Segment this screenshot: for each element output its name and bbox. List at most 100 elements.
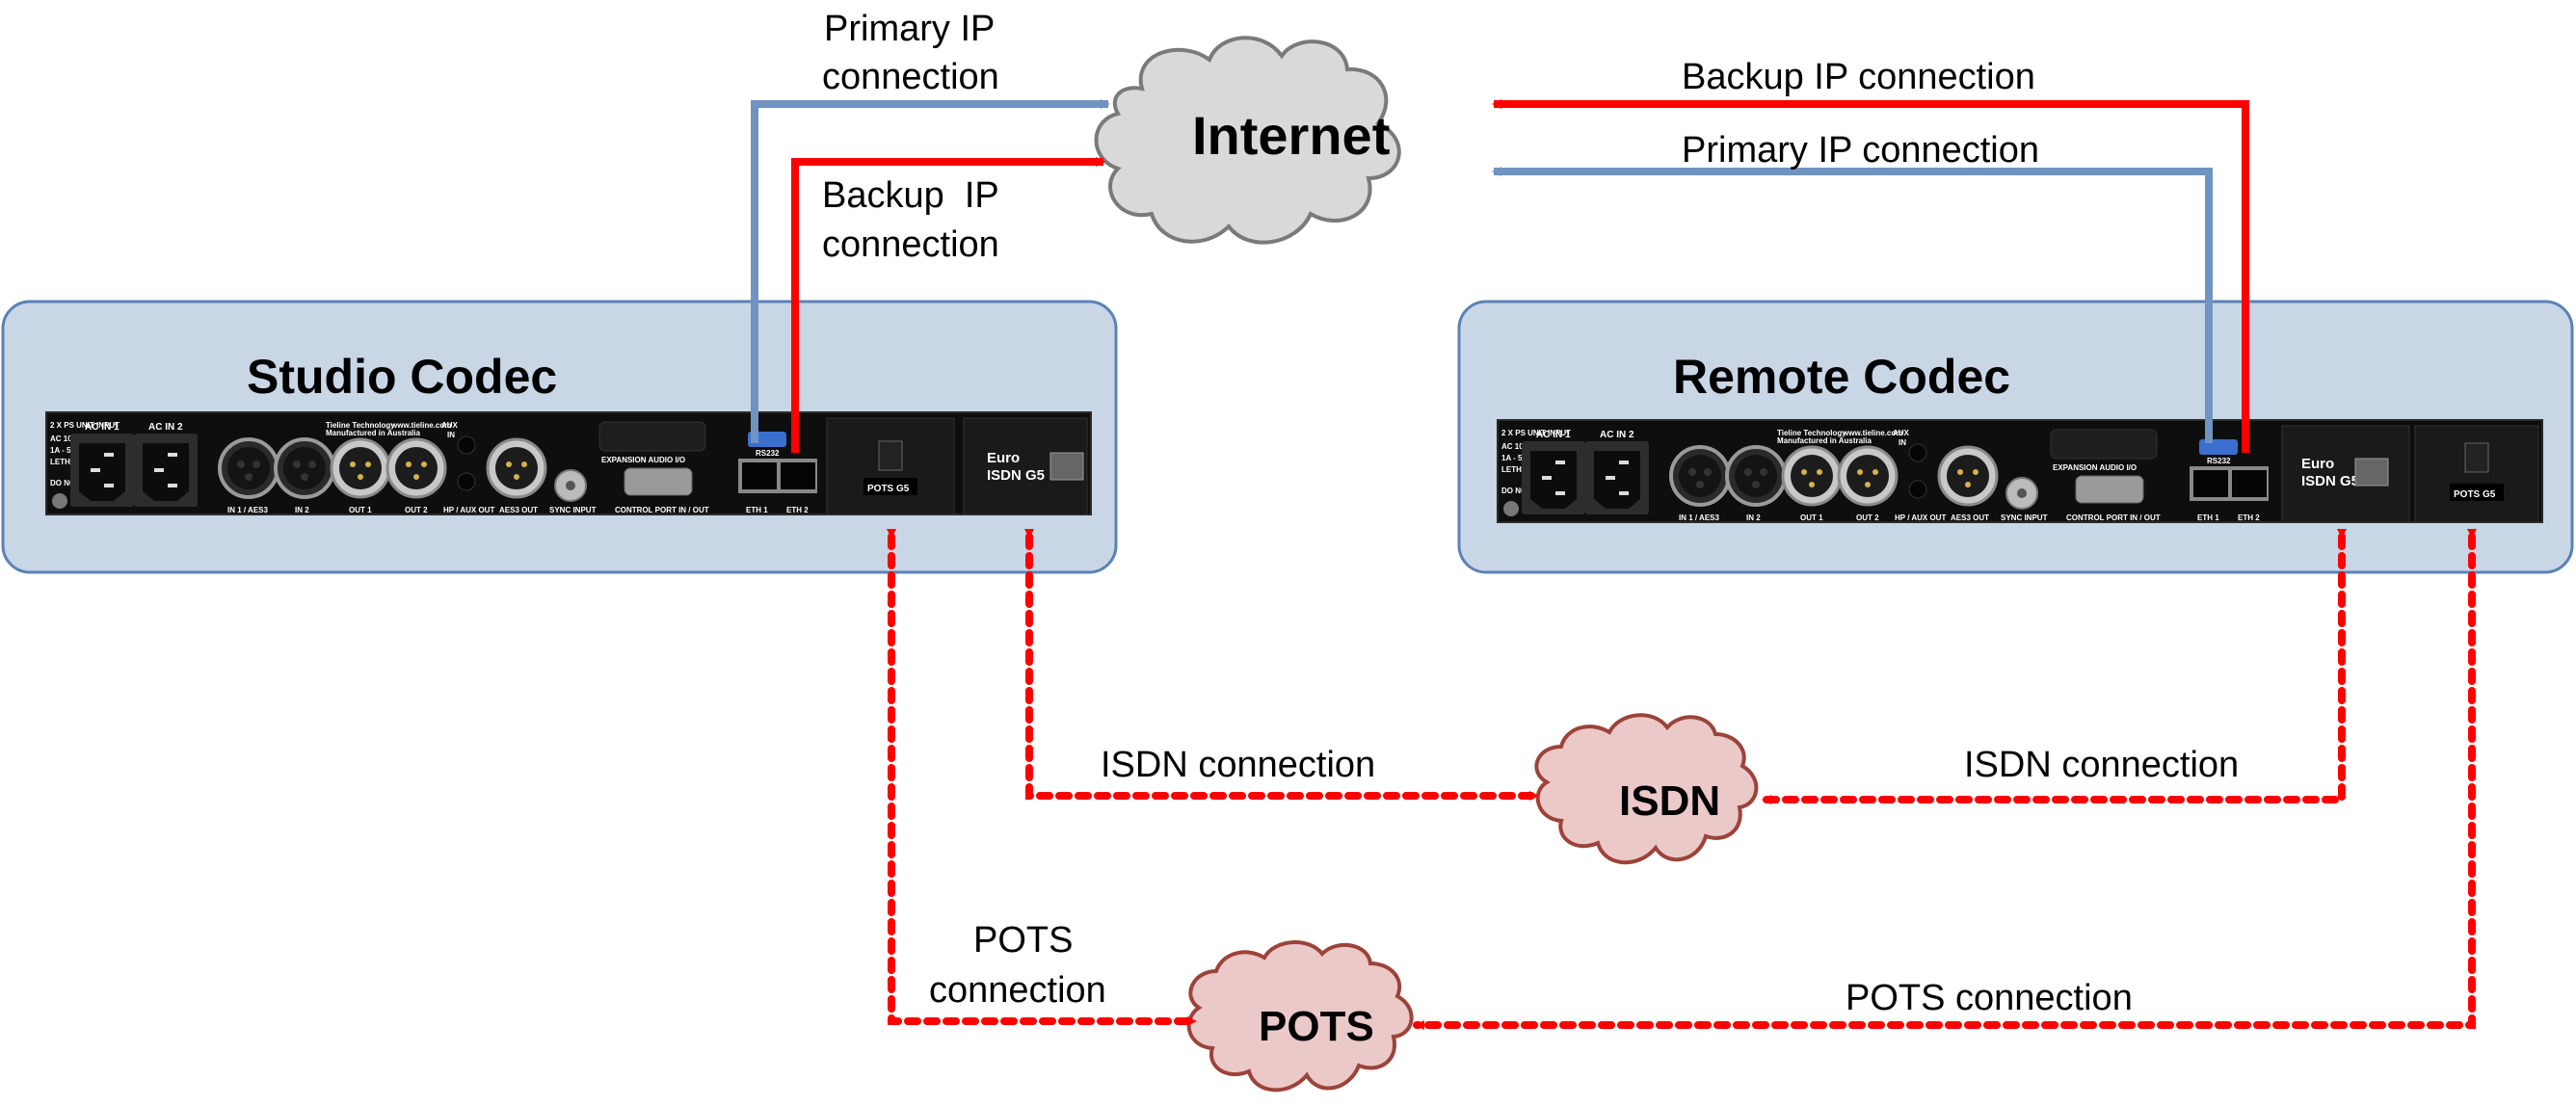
out2-label: OUT 2 <box>1856 514 1879 522</box>
rs232-label: RS232 <box>2207 457 2231 465</box>
control-port-label: CONTROL PORT IN / OUT <box>2066 514 2161 522</box>
sync-input-bnc-center <box>566 481 575 490</box>
aes3-out-connector <box>486 437 547 499</box>
control-port <box>624 467 693 496</box>
isdn-rj45-jack <box>2354 458 2389 487</box>
brand-label: Tieline Technology <box>326 421 395 430</box>
studio-primary-ip-label-line2: connection <box>822 57 999 97</box>
remote-pots-label: POTS connection <box>1846 978 2133 1018</box>
remote-codec-panel: 2 X PS UNIT INPUT AC 100-240 1A - 50-60H… <box>1497 419 2543 523</box>
ground-screw <box>1503 501 1519 516</box>
in1-aes3-connector <box>1669 445 1731 507</box>
in1-aes3-connector <box>218 437 279 499</box>
website-label: www.tieline.com <box>1842 429 1902 437</box>
out2-label: OUT 2 <box>405 506 428 514</box>
studio-pots-line <box>887 529 1199 1026</box>
studio-backup-ip-line <box>791 157 1105 453</box>
eth1-label: ETH 1 <box>746 506 768 514</box>
ac-in-1-socket <box>1522 441 1585 514</box>
pots-label-bg <box>863 478 917 495</box>
pots-module-label: POTS G5 <box>867 484 910 494</box>
eth2-port <box>781 462 815 489</box>
ac-in-2-label: AC IN 2 <box>1600 430 1634 440</box>
out1-label: OUT 1 <box>1800 514 1823 522</box>
in2-connector <box>1725 445 1787 507</box>
ac-in-1-socket <box>70 434 134 507</box>
remote-backup-ip-line <box>1492 99 2249 453</box>
remote-backup-ip-label: Backup IP connection <box>1682 57 2035 97</box>
pots-module <box>2414 425 2539 523</box>
remote-primary-ip-line <box>1492 167 2213 443</box>
aux-in-label-1: AUX <box>441 421 459 430</box>
ac-in-2-socket <box>1585 441 1649 514</box>
ac-in-2-label: AC IN 2 <box>148 422 183 433</box>
brand-sub-label: Manufactured in Australia <box>326 429 420 437</box>
pots-cloud: POTS <box>1186 940 1414 1093</box>
aes3-out-label: AES3 OUT <box>1951 514 1989 522</box>
ac-in-1-label: AC IN 1 <box>85 422 120 433</box>
hp-aux-out-label: HP / AUX OUT <box>1895 514 1946 522</box>
remote-codec-title: Remote Codec <box>1673 350 2010 404</box>
isdn-module-label-1: Euro <box>987 450 1020 466</box>
expansion-port-blank <box>598 421 706 452</box>
eth1-port <box>2193 470 2228 497</box>
studio-backup-ip-label-line1: Backup IP <box>822 175 999 216</box>
pots-rj11-jack <box>878 440 903 471</box>
in2-label: IN 2 <box>295 506 309 514</box>
pots-label: POTS <box>1259 1003 1374 1050</box>
isdn-module-label-2: ISDN G5 <box>987 467 1045 484</box>
expansion-label: EXPANSION AUDIO I/O <box>2053 463 2137 472</box>
eth2-label: ETH 2 <box>786 506 809 514</box>
aes3-out-label: AES3 OUT <box>499 506 538 514</box>
eth2-label: ETH 2 <box>2238 514 2260 522</box>
isdn-module-label-1: Euro <box>2301 456 2334 472</box>
ps-label-1: 2 X PS UNIT INPUT <box>1501 429 1571 437</box>
internet-cloud: Internet <box>1094 36 1401 245</box>
studio-isdn-label: ISDN connection <box>1101 745 1375 785</box>
isdn-rj45-jack <box>1049 452 1084 481</box>
aux-in-label-2: IN <box>1899 438 1906 447</box>
studio-backup-ip-label-line2: connection <box>822 224 999 265</box>
eth1-label: ETH 1 <box>2197 514 2219 522</box>
brand-label: Tieline Technology <box>1777 429 1846 437</box>
control-port <box>2075 475 2144 504</box>
out1-connector <box>330 437 391 499</box>
eth2-port <box>2232 470 2267 497</box>
sync-input-label: SYNC INPUT <box>549 506 597 514</box>
studio-pots-label-line1: POTS <box>973 920 1073 961</box>
out2-connector <box>1837 445 1899 507</box>
remote-isdn-label: ISDN connection <box>1964 745 2239 785</box>
remote-pots-line <box>1413 529 2477 1030</box>
in1-aes3-label: IN 1 / AES3 <box>1679 514 1719 522</box>
pots-cloud-shape <box>1186 940 1414 1093</box>
internet-label: Internet <box>1192 105 1390 166</box>
ground-screw <box>52 493 67 509</box>
in2-label: IN 2 <box>1746 514 1761 522</box>
pots-rj11-jack <box>2464 442 2489 473</box>
out1-label: OUT 1 <box>349 506 372 514</box>
sync-input-bnc-center <box>2017 488 2027 498</box>
remote-primary-ip-label: Primary IP connection <box>1682 130 2039 171</box>
aux-in-jack <box>1908 443 1927 462</box>
ps-label-1: 2 X PS UNIT INPUT <box>50 421 120 430</box>
out1-connector <box>1781 445 1843 507</box>
ac-in-1-label: AC IN 1 <box>1536 430 1571 440</box>
isdn-cloud: ISDN <box>1534 713 1759 865</box>
hp-aux-out-label: HP / AUX OUT <box>443 506 494 514</box>
studio-primary-ip-label-line1: Primary IP <box>824 9 995 49</box>
in2-connector <box>274 437 335 499</box>
aux-in-jack <box>457 435 476 455</box>
studio-pots-label-line2: connection <box>929 970 1106 1011</box>
rs232-label: RS232 <box>756 449 780 458</box>
studio-codec-title: Studio Codec <box>247 350 557 404</box>
studio-codec-panel: 2 X PS UNIT INPUT AC 100-240 1A - 50-60H… <box>45 411 1092 515</box>
expansion-port-blank <box>2050 429 2158 460</box>
pots-label-bg <box>2450 484 2504 501</box>
website-label: www.tieline.com <box>390 421 451 430</box>
out2-connector <box>385 437 447 499</box>
control-port-label: CONTROL PORT IN / OUT <box>615 506 709 514</box>
expansion-label: EXPANSION AUDIO I/O <box>601 456 685 464</box>
ac-in-2-socket <box>134 434 198 507</box>
aux-in-label-2: IN <box>447 431 455 439</box>
